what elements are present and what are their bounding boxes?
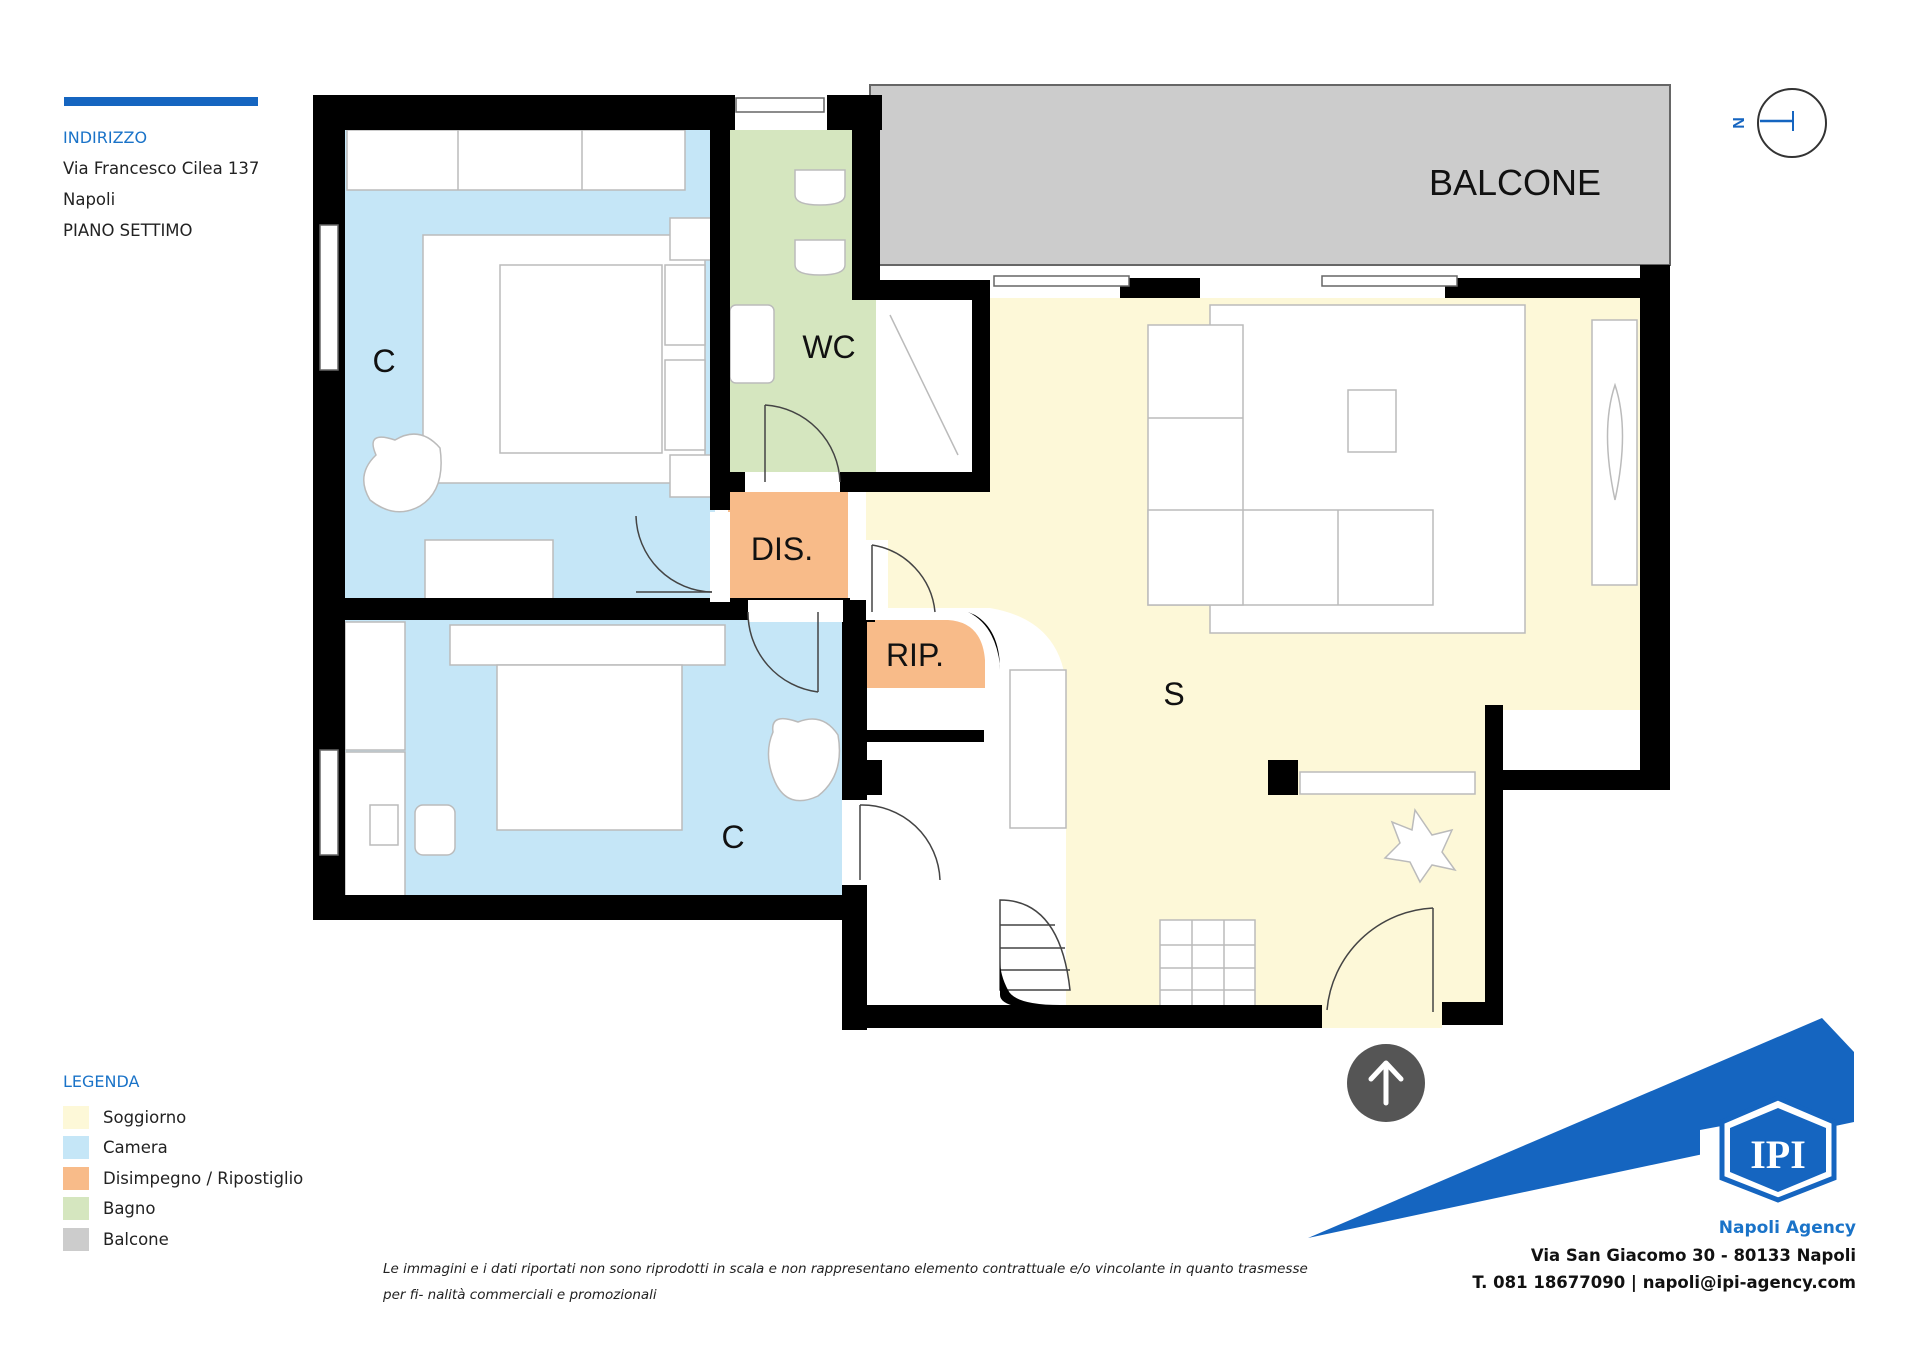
label-bedroom-2: C [721,819,744,855]
agency-logo: IPI [1308,1018,1854,1238]
label-balcone: BALCONE [1429,162,1601,203]
address-block: INDIRIZZO Via Francesco Cilea 137 Napoli… [63,128,259,252]
label-bathroom: WC [802,329,855,365]
label-hall: DIS. [751,531,813,567]
address-floor: PIANO SETTIMO [63,221,193,240]
legend-swatch [63,1166,89,1190]
legend-label: Bagno [103,1199,156,1219]
legend-label: Balcone [103,1229,169,1249]
living-furniture [1009,304,1638,1011]
compass-icon: N [1731,88,1827,158]
balcony-area [869,84,1671,266]
bedroom-1-furniture [346,129,716,606]
compass-north-label: N [1731,117,1748,129]
entry-arrow-icon [1347,1044,1425,1122]
legend-label: Soggiorno [103,1107,187,1127]
legend-swatch [63,1197,89,1221]
legend-item-soggiorno: Soggiorno [63,1102,303,1133]
legend-item-camera: Camera [63,1133,303,1164]
agency-name: Napoli Agency [1718,1218,1856,1238]
label-storage: RIP. [886,637,944,673]
legend-swatch [63,1136,89,1160]
legend-item-bagno: Bagno [63,1194,303,1225]
legend-item-disimpegno: Disimpegno / Ripostiglio [63,1163,303,1194]
agency-contact: Napoli Agency Via San Giacomo 30 - 80133… [1472,1218,1856,1292]
address-city: Napoli [63,190,116,209]
legend-swatch [63,1227,89,1251]
bathroom-fixtures [729,169,959,456]
storage-area [865,620,985,688]
legend-swatch [63,1105,89,1129]
hall-area [728,490,848,602]
windows [319,97,1458,856]
shower-area [878,298,972,472]
info-accent-bar [64,97,258,106]
doors [635,404,1442,1028]
bedroom-2-furniture [344,621,841,901]
agency-address: Via San Giacomo 30 - 80133 Napoli [1530,1246,1856,1265]
stairs [999,899,1071,991]
agency-phone-email: T. 081 18677090 | napoli@ipi-agency.com [1472,1273,1856,1292]
legend-label: Camera [103,1138,168,1158]
logo-text: IPI [1750,1132,1806,1177]
legend-label: Disimpegno / Ripostiglio [103,1168,304,1188]
terrace-notch [1485,710,1640,768]
address-street: Via Francesco Cilea 137 [63,159,260,178]
legend-item-balcone: Balcone [63,1224,303,1255]
label-bedroom-1: C [372,343,395,379]
label-living: S [1163,676,1184,712]
address-header: INDIRIZZO [63,128,148,147]
legend: LEGENDA Soggiorno Camera Disimpegno / Ri… [63,1072,303,1255]
legend-header: LEGENDA [63,1072,140,1091]
disclaimer-text: Le immagini e i dati riportati non sono … [383,1261,1308,1303]
